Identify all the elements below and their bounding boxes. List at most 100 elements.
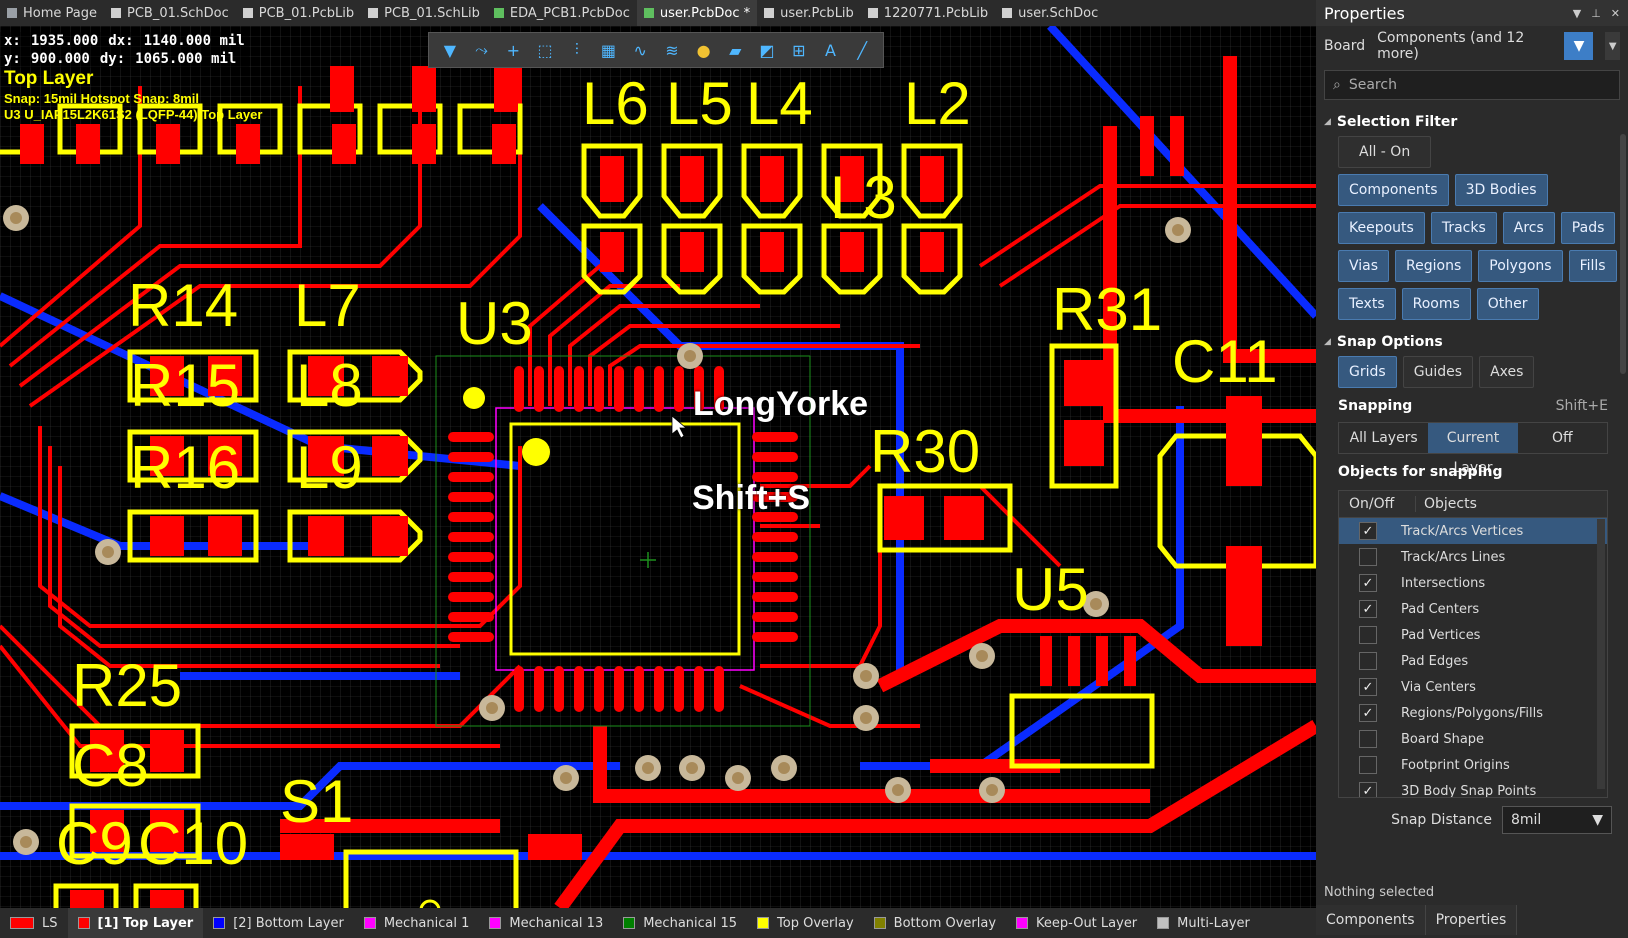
layer-label: Mechanical 13 (509, 915, 604, 931)
selection-filter-header[interactable]: ◢Selection Filter (1316, 104, 1628, 136)
pcb-drawing[interactable]: R14 L7 U3 R15 L8 R16 L9 R25 C8 C9 C10 S1… (0, 26, 1316, 908)
filter-pads[interactable]: Pads (1560, 212, 1616, 244)
filter-icon[interactable]: ▼ (1564, 32, 1594, 60)
snap-grids-toggle[interactable]: Grids (1338, 356, 1397, 388)
table-row[interactable]: ✓Track/Arcs Vertices (1339, 518, 1607, 544)
dimension-icon[interactable]: ⊞ (792, 40, 806, 60)
fill-icon[interactable]: ▰ (729, 40, 742, 60)
all-on-button[interactable]: All - On (1338, 136, 1432, 168)
table-row[interactable]: ✓Via Centers (1339, 674, 1607, 700)
component-icon[interactable]: ▦ (600, 40, 617, 60)
tab-label: 1220771.PcbLib (883, 5, 989, 21)
layer-tab-mech15[interactable]: Mechanical 15 (613, 908, 747, 938)
select-rect-icon[interactable]: ⬚ (537, 40, 553, 60)
filter-polygons[interactable]: Polygons (1478, 250, 1563, 282)
table-row[interactable]: Board Shape (1339, 726, 1607, 752)
tab-user-schdoc[interactable]: user.SchDoc (995, 0, 1105, 26)
filter-vias[interactable]: Vias (1338, 250, 1390, 282)
layer-tab-top-overlay[interactable]: Top Overlay (747, 908, 864, 938)
snap-axes-toggle[interactable]: Axes (1479, 356, 1535, 388)
tab-properties[interactable]: Properties (1425, 905, 1518, 935)
filter-arcs[interactable]: Arcs (1502, 212, 1555, 244)
row-label: Footprint Origins (1401, 757, 1510, 773)
table-row[interactable]: Footprint Origins (1339, 752, 1607, 778)
tab-components[interactable]: Components (1316, 905, 1426, 935)
layer-set-tab[interactable]: LS (0, 908, 68, 938)
snap-options-header[interactable]: ◢Snap Options (1316, 320, 1628, 356)
layer-tab-multilayer[interactable]: Multi-Layer (1147, 908, 1260, 938)
panel-scrollbar[interactable] (1620, 134, 1626, 374)
checkbox-unchecked[interactable] (1359, 652, 1377, 670)
tab-pcb01-pcblib[interactable]: PCB_01.PcbLib (236, 0, 361, 26)
checkbox-checked[interactable]: ✓ (1359, 678, 1377, 696)
layer-tab-bottom[interactable]: [2] Bottom Layer (203, 908, 354, 938)
route-icon[interactable]: ∿ (633, 40, 647, 60)
table-row[interactable]: ✓Intersections (1339, 570, 1607, 596)
layer-label: Bottom Overlay (893, 915, 997, 931)
crosshair-icon[interactable]: + (506, 40, 520, 60)
checkbox-checked[interactable]: ✓ (1359, 704, 1377, 722)
pcb-canvas[interactable]: R14 L7 U3 R15 L8 R16 L9 R25 C8 C9 C10 S1… (0, 26, 1316, 908)
filter-3d-bodies[interactable]: 3D Bodies (1454, 174, 1548, 206)
line-icon[interactable]: ╱ (857, 40, 868, 60)
tab-pcb01-schlib[interactable]: PCB_01.SchLib (361, 0, 487, 26)
snap-current-layer[interactable]: Current Layer (1428, 423, 1518, 476)
filter-other[interactable]: Other (1476, 288, 1539, 320)
y-label: y: (4, 51, 21, 67)
checkbox-checked[interactable]: ✓ (1359, 600, 1377, 618)
active-bar-toolbar: ▼ ⤳ + ⬚ ⫶ ▦ ∿ ≋ ● ▰ ◩ ⊞ A ╱ (428, 32, 884, 68)
via-icon[interactable]: ● (696, 40, 711, 60)
table-row[interactable]: Pad Edges (1339, 648, 1607, 674)
checkbox-checked[interactable]: ✓ (1359, 782, 1377, 797)
align-icon[interactable]: ⫶ (574, 40, 579, 59)
tab-eda-pcb1[interactable]: EDA_PCB1.PcbDoc (487, 0, 637, 26)
filter-tracks[interactable]: Tracks (1430, 212, 1497, 244)
layer-tab-mech13[interactable]: Mechanical 13 (479, 908, 613, 938)
chevron-down-icon[interactable]: ▼ (1605, 32, 1620, 60)
filter-components[interactable]: Components (1338, 174, 1449, 206)
tab-user-pcbdoc[interactable]: user.PcbDoc * (636, 0, 758, 26)
snap-guides-toggle[interactable]: Guides (1402, 356, 1474, 388)
checkbox-checked[interactable]: ✓ (1359, 574, 1377, 592)
col-onoff: On/Off (1339, 496, 1416, 512)
diff-pair-icon[interactable]: ≋ (665, 40, 679, 60)
checkbox-unchecked[interactable] (1359, 626, 1377, 644)
smd-pads (20, 66, 1262, 908)
filter-keepouts[interactable]: Keepouts (1338, 212, 1425, 244)
designator-label: R25 (72, 652, 182, 719)
layer-tab-bottom-overlay[interactable]: Bottom Overlay (864, 908, 1006, 938)
filter-rooms[interactable]: Rooms (1401, 288, 1471, 320)
dropdown-icon[interactable]: ▼ (1572, 6, 1582, 20)
region-icon[interactable]: ◩ (759, 40, 775, 60)
tab-home-page[interactable]: Home Page (0, 0, 104, 26)
filter-regions[interactable]: Regions (1395, 250, 1473, 282)
layer-tab-top[interactable]: [1] Top Layer (67, 908, 204, 938)
checkbox-unchecked[interactable] (1359, 730, 1377, 748)
checkbox-checked[interactable]: ✓ (1359, 522, 1377, 540)
text-icon[interactable]: A (825, 40, 836, 60)
tab-pcb01-schdoc[interactable]: PCB_01.SchDoc (104, 0, 236, 26)
filter-texts[interactable]: Texts (1338, 288, 1396, 320)
route-interactive-icon[interactable]: ⤳ (475, 40, 488, 59)
tab-1220771-pcblib[interactable]: 1220771.PcbLib (861, 0, 995, 26)
snap-all-layers[interactable]: All Layers (1349, 430, 1418, 446)
filter-icon[interactable]: ▼ (443, 40, 457, 60)
layer-tab-mech1[interactable]: Mechanical 1 (354, 908, 480, 938)
designator-label: L9 (296, 434, 363, 501)
table-row[interactable]: Pad Vertices (1339, 622, 1607, 648)
table-row[interactable]: ✓Pad Centers (1339, 596, 1607, 622)
snap-distance-select[interactable]: 8mil▼ (1502, 806, 1612, 834)
checkbox-unchecked[interactable] (1359, 548, 1377, 566)
table-row[interactable]: ✓Regions/Polygons/Fills (1339, 700, 1607, 726)
filter-fills[interactable]: Fills (1568, 250, 1617, 282)
pin-icon[interactable]: ⊥ (1591, 6, 1601, 20)
table-row[interactable]: ✓3D Body Snap Points (1339, 778, 1607, 797)
layer-tab-keepout[interactable]: Keep-Out Layer (1006, 908, 1147, 938)
close-icon[interactable]: ✕ (1610, 6, 1620, 20)
checkbox-unchecked[interactable] (1359, 756, 1377, 774)
tab-user-pcblib[interactable]: user.PcbLib (757, 0, 861, 26)
search-input[interactable]: ⌕ Search (1324, 70, 1620, 100)
table-scrollbar[interactable] (1597, 519, 1605, 789)
table-row[interactable]: Track/Arcs Lines (1339, 544, 1607, 570)
snap-off[interactable]: Off (1551, 430, 1573, 446)
